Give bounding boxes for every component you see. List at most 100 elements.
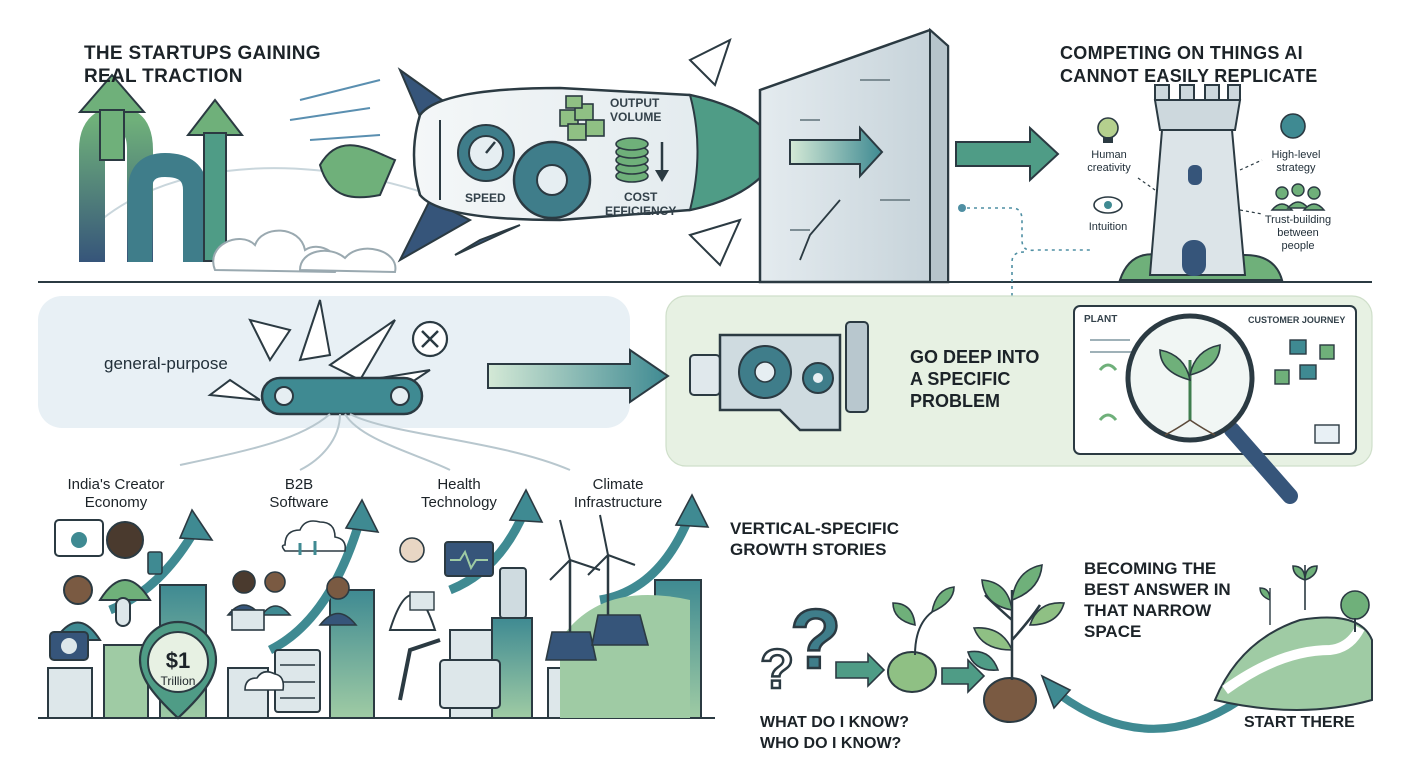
competing-title-line-2: CANNOT EASILY REPLICATE	[1060, 66, 1318, 86]
step-arrow	[835, 652, 886, 688]
best-answer-title: BECOMING THE BEST ANSWER IN THAT NARROW …	[1084, 558, 1231, 642]
creator-line-2: Economy	[84, 494, 148, 511]
swoosh-curve	[79, 167, 471, 241]
speed-lines	[289, 79, 381, 141]
tower-human-line-2: creativity	[1087, 162, 1131, 174]
question-marks-icon: ? ?	[759, 591, 843, 702]
tower-label-strategy: High-level strategy	[1260, 149, 1332, 175]
lightbulb-icon	[1097, 117, 1119, 143]
traction-title-line-2: REAL TRACTION	[84, 66, 243, 87]
go-deep-title: GO DEEP INTO A SPECIFIC PROBLEM	[910, 346, 1039, 412]
vertical-creator-label: India's Creator Economy	[46, 476, 186, 512]
health-line-2: Technology	[421, 494, 497, 511]
climate-infrastructure-illustration	[545, 514, 690, 718]
competing-title: COMPETING ON THINGS AI CANNOT EASILY REP…	[1060, 42, 1318, 88]
tower-label-human-creativity: Human creativity	[1076, 149, 1142, 175]
location-pin-icon	[138, 620, 218, 720]
svg-text:?: ?	[790, 592, 841, 686]
winding-path-landscape	[1213, 565, 1373, 711]
rocket-cost-line-2: EFFICIENCY	[605, 204, 677, 218]
climate-line-2: Infrastructure	[573, 494, 663, 511]
u-turn-arrows-icon	[77, 73, 245, 262]
best-answer-line-2: BEST ANSWER IN	[1084, 580, 1231, 599]
b2b-line-2: Software	[269, 494, 329, 511]
go-deep-line-1: GO DEEP INTO	[910, 347, 1040, 367]
growth-arrow-heads	[178, 488, 710, 541]
questions-label: WHAT DO I KNOW? WHO DO I KNOW?	[760, 712, 909, 754]
tower-strategy-line-2: strategy	[1276, 162, 1316, 174]
rocket-speed-label: SPEED	[465, 191, 506, 205]
eye-icon	[1093, 196, 1123, 214]
rocket-cost-label: COST EFFICIENCY	[605, 190, 676, 218]
tower-strategy-line-1: High-level	[1271, 149, 1321, 161]
return-curve-arrow	[1057, 691, 1243, 733]
question-line-1: WHAT DO I KNOW?	[760, 714, 910, 731]
down-arrow-icon	[655, 142, 669, 182]
rocket-output-line-1: OUTPUT	[610, 96, 660, 110]
vertical-climate-label: Climate Infrastructure	[550, 476, 686, 512]
coin-stack-icon	[615, 137, 649, 183]
go-deep-line-3: PROBLEM	[910, 391, 1000, 411]
question-line-2: WHO DO I KNOW?	[760, 735, 902, 752]
growing-plant-icon	[966, 564, 1066, 723]
magnifying-glass-icon	[1125, 313, 1298, 504]
paper-plane-icon	[688, 38, 732, 87]
health-technology-illustration	[388, 537, 527, 709]
vertical-health-label: Health Technology	[404, 476, 514, 512]
swiss-army-knife-icon	[207, 299, 431, 416]
speed-gear-icon	[457, 124, 515, 182]
b2b-line-1: B2B	[284, 476, 314, 493]
b2b-software-illustration	[226, 520, 358, 713]
large-gear-icon	[512, 140, 592, 220]
best-answer-line-3: THAT NARROW	[1084, 601, 1212, 620]
traction-title-line-1: THE STARTUPS GAINING	[84, 43, 321, 64]
brain-head-icon	[1280, 113, 1306, 139]
paper-plane-icon	[688, 218, 742, 267]
pin-value-label: $1	[165, 648, 191, 673]
creator-economy-illustration	[49, 519, 163, 661]
arrow-general-to-specific	[487, 348, 670, 404]
x-cancel-icon	[411, 320, 449, 358]
boxes-icon	[559, 95, 605, 141]
panel-journey-label: CUSTOMER JOURNEY	[1248, 315, 1346, 325]
rocket-output-label: OUTPUT VOLUME	[610, 96, 661, 124]
vertical-title-line-1: VERTICAL-SPECIFIC	[730, 519, 900, 538]
rocket-output-line-2: VOLUME	[610, 110, 662, 124]
arrow-to-tower	[955, 125, 1060, 183]
go-deep-line-2: A SPECIFIC	[910, 369, 1011, 389]
step-arrow	[941, 658, 986, 694]
knife-roots	[179, 413, 571, 471]
tower-trust-line-1: Trust-building	[1264, 214, 1332, 226]
climate-line-1: Climate	[592, 476, 644, 493]
vertical-title-line-2: GROWTH STORIES	[730, 540, 887, 559]
panel-plant-label: PLANT	[1084, 314, 1118, 325]
svg-text:?: ?	[760, 637, 794, 700]
tower-trust-line-3: people	[1281, 240, 1315, 252]
start-there-label: START THERE	[1244, 714, 1355, 731]
health-line-1: Health	[437, 476, 481, 493]
pin-unit-label: Trillion	[160, 674, 196, 688]
tower-human-line-1: Human	[1091, 149, 1127, 161]
gear-drill-icon	[689, 321, 869, 432]
launch-clouds	[212, 229, 397, 274]
dotted-connector	[960, 207, 1090, 252]
tower-trust-line-2: between	[1277, 227, 1319, 239]
people-group-icon	[1270, 183, 1326, 211]
best-answer-line-1: BECOMING THE	[1084, 559, 1217, 578]
general-purpose-label: general-purpose	[104, 354, 228, 373]
competing-title-line-1: COMPETING ON THINGS AI	[1060, 43, 1303, 63]
rocket-cost-line-1: COST	[624, 190, 658, 204]
seed-sprout-icon	[887, 586, 955, 693]
best-answer-line-4: SPACE	[1084, 622, 1142, 641]
tower-label-intuition: Intuition	[1088, 221, 1128, 233]
traction-title: THE STARTUPS GAINING REAL TRACTION	[84, 42, 321, 88]
creator-line-1: India's Creator	[67, 476, 165, 493]
rocket-illustration	[318, 67, 782, 263]
tower-label-trust: Trust-building between people	[1250, 214, 1346, 253]
vertical-growth-title: VERTICAL-SPECIFIC GROWTH STORIES	[730, 518, 899, 560]
vertical-b2b-label: B2B Software	[244, 476, 354, 512]
castle-tower-icon	[1118, 84, 1284, 281]
breakthrough-arrow	[789, 125, 884, 179]
